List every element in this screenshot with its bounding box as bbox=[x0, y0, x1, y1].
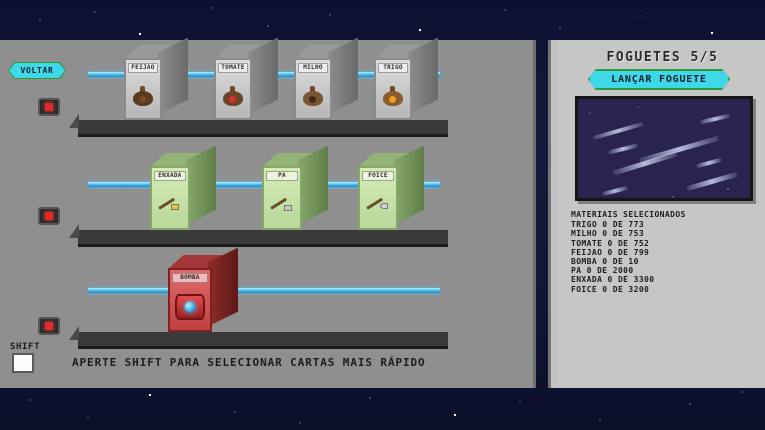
materials-header: MATERIAIS SELECIONADOS bbox=[571, 210, 686, 219]
card-crop-1[interactable]: TOMATE bbox=[214, 37, 278, 120]
card-tool-0[interactable]: ENXADA bbox=[150, 145, 216, 230]
materials-list: MATERIAIS SELECIONADOS TRIGO 0 DE 773 MI… bbox=[571, 210, 761, 294]
material-row: FOICE 0 DE 3200 bbox=[571, 284, 650, 294]
rocket-panel: FOGUETES 5/5 LANÇAR FOGUETE MATERIAIS SE… bbox=[548, 40, 765, 388]
shelf-tools bbox=[69, 224, 448, 244]
card-face: ENXADA bbox=[150, 166, 190, 230]
card-crop-0[interactable]: FEIJAO bbox=[124, 37, 188, 120]
material-row: ENXADA 0 DE 3300 bbox=[571, 275, 655, 285]
card-side bbox=[328, 37, 358, 115]
card-side bbox=[248, 37, 278, 115]
card-label: FEIJAO bbox=[128, 63, 158, 73]
bean-sack-icon bbox=[132, 73, 154, 118]
card-tool-2[interactable]: FOICE bbox=[358, 145, 424, 230]
card-side bbox=[394, 145, 424, 225]
rocket-counter: FOGUETES 5/5 bbox=[606, 50, 719, 65]
card-side bbox=[298, 145, 328, 225]
card-face: TOMATE bbox=[214, 58, 252, 120]
back-button[interactable]: VOLTAR bbox=[9, 63, 65, 78]
corn-sack-icon bbox=[302, 73, 324, 118]
card-side bbox=[408, 37, 438, 115]
card-label: TOMATE bbox=[218, 63, 248, 73]
red-square-icon bbox=[45, 212, 53, 220]
card-side bbox=[208, 247, 238, 327]
material-row: MILHO 0 DE 753 bbox=[571, 229, 645, 239]
row-selector-bomb[interactable] bbox=[38, 317, 60, 335]
scythe-icon bbox=[365, 181, 391, 228]
shift-hint-text: APERTE SHIFT PARA SELECIONAR CARTAS MAIS… bbox=[72, 356, 426, 369]
material-row: BOMBA 0 DE 10 bbox=[571, 257, 639, 267]
wheat-sack-icon bbox=[382, 73, 404, 118]
card-selection-panel: VOLTAR FEIJAO TOMATE bbox=[0, 37, 536, 388]
card-label: FOICE bbox=[362, 171, 394, 181]
red-square-icon bbox=[45, 103, 53, 111]
shovel-icon bbox=[269, 181, 295, 228]
material-row: TOMATE 0 DE 752 bbox=[571, 238, 650, 248]
card-side bbox=[186, 145, 216, 225]
card-face: MILHO bbox=[294, 58, 332, 120]
shift-label: SHIFT bbox=[10, 342, 41, 352]
card-label: ENXADA bbox=[154, 171, 186, 181]
rocket-panel-inner: FOGUETES 5/5 LANÇAR FOGUETE MATERIAIS SE… bbox=[557, 40, 765, 388]
card-tool-1[interactable]: PA bbox=[262, 145, 328, 230]
card-side bbox=[158, 37, 188, 115]
material-row: FEIJAO 0 DE 799 bbox=[571, 247, 650, 257]
card-label: BOMBA bbox=[172, 273, 208, 283]
rocket-preview-image bbox=[575, 96, 753, 201]
card-label: MILHO bbox=[298, 63, 328, 73]
card-face: PA bbox=[262, 166, 302, 230]
card-label: TRIGO bbox=[378, 63, 408, 73]
card-face: BOMBA bbox=[168, 268, 212, 332]
shift-checkbox[interactable] bbox=[12, 353, 34, 373]
rail-bomb bbox=[88, 288, 440, 293]
card-crop-2[interactable]: MILHO bbox=[294, 37, 358, 120]
row-selector-crops[interactable] bbox=[38, 98, 60, 116]
hoe-icon bbox=[157, 181, 183, 228]
tomato-sack-icon bbox=[222, 73, 244, 118]
material-row: TRIGO 0 DE 773 bbox=[571, 220, 645, 230]
card-crop-3[interactable]: TRIGO bbox=[374, 37, 438, 120]
material-row: PA 0 DE 2000 bbox=[571, 266, 634, 276]
shelf-crops bbox=[69, 114, 448, 134]
card-face: TRIGO bbox=[374, 58, 412, 120]
card-label: PA bbox=[266, 171, 298, 181]
card-bomb-0[interactable]: BOMBA bbox=[168, 247, 238, 332]
launch-rocket-button[interactable]: LANÇAR FOGUETE bbox=[588, 69, 730, 90]
card-face: FEIJAO bbox=[124, 58, 162, 120]
red-square-icon bbox=[45, 322, 53, 330]
bomb-barrel-icon bbox=[175, 283, 205, 330]
card-face: FOICE bbox=[358, 166, 398, 230]
row-selector-tools[interactable] bbox=[38, 207, 60, 225]
shelf-bomb bbox=[69, 326, 448, 346]
